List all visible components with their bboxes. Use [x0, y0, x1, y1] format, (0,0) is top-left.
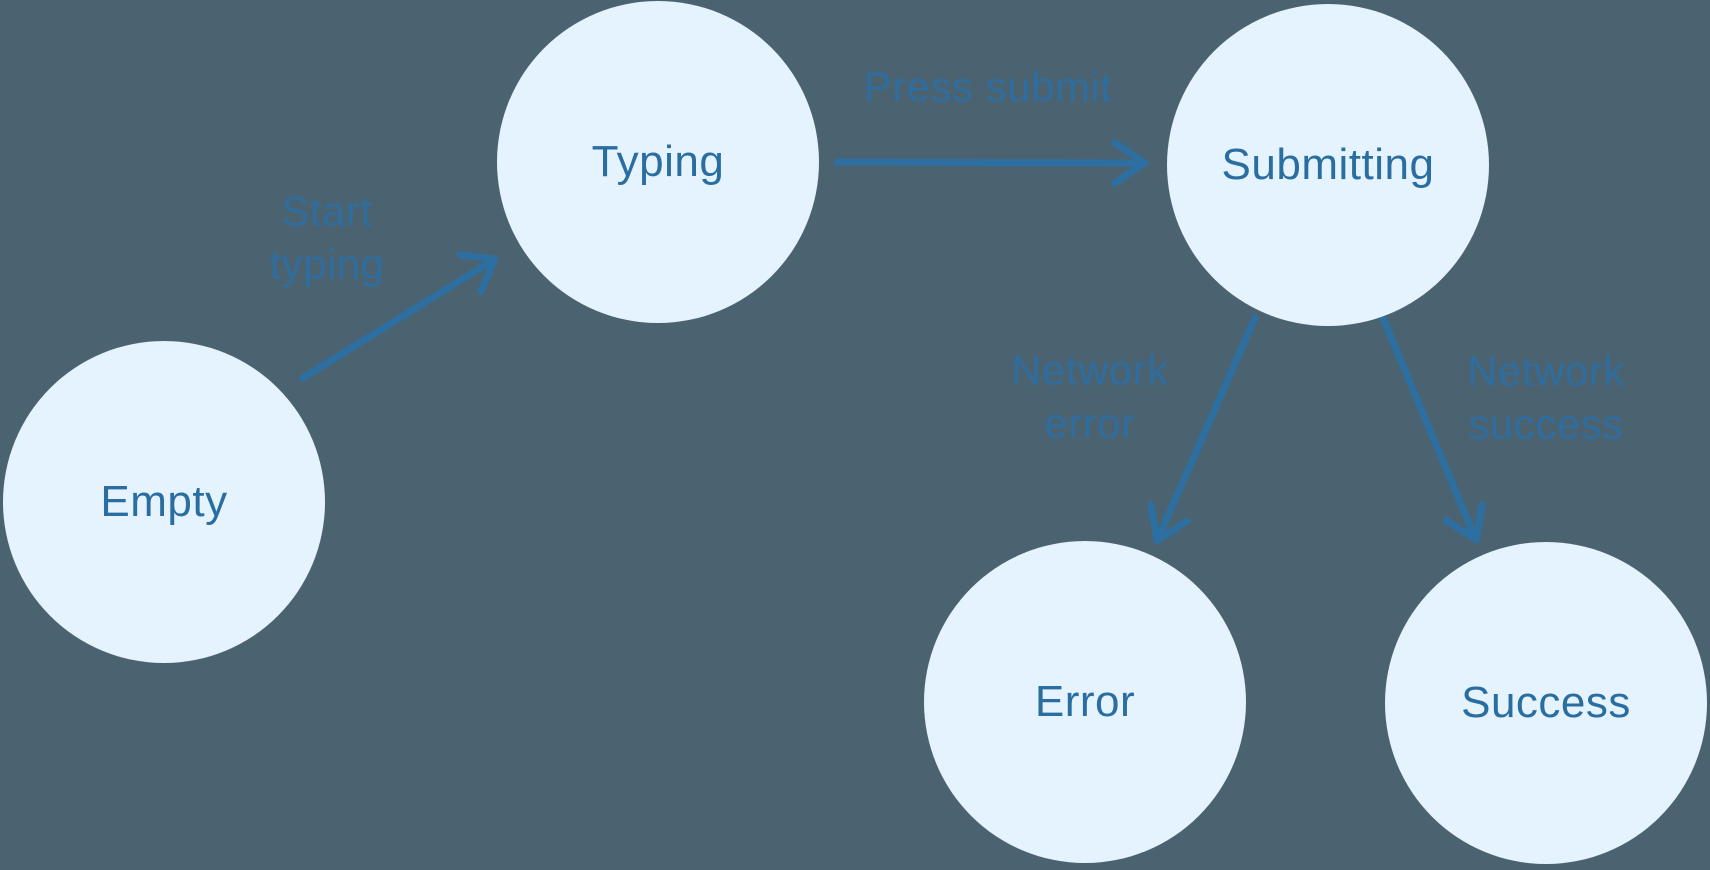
state-node-error-label: Error	[1034, 677, 1136, 726]
arrowhead-chevron-icon	[1147, 501, 1191, 545]
edge-label-start-typing: Start typing	[269, 187, 385, 288]
edge-typing-to-submitting-line	[833, 158, 1149, 167]
state-node-empty: Empty	[3, 341, 325, 663]
state-node-error: Error	[924, 541, 1246, 863]
state-node-typing-label: Typing	[591, 137, 725, 186]
arrowhead-chevron-icon	[456, 251, 499, 295]
state-node-success-label: Success	[1461, 678, 1631, 727]
edge-typing-to-submitting	[833, 139, 1149, 187]
state-node-typing: Typing	[497, 1, 819, 323]
state-node-success: Success	[1385, 542, 1707, 864]
state-node-submitting: Submitting	[1167, 4, 1489, 326]
arrowhead-chevron-icon	[1111, 139, 1149, 187]
arrowhead-chevron-icon	[1442, 501, 1486, 544]
state-node-empty-label: Empty	[100, 477, 228, 526]
state-node-submitting-label: Submitting	[1221, 140, 1435, 189]
edge-label-network-success: Network success	[1467, 347, 1625, 448]
edge-label-network-error: Network error	[1011, 346, 1169, 447]
edge-label-press-submit: Press submit	[863, 62, 1113, 110]
